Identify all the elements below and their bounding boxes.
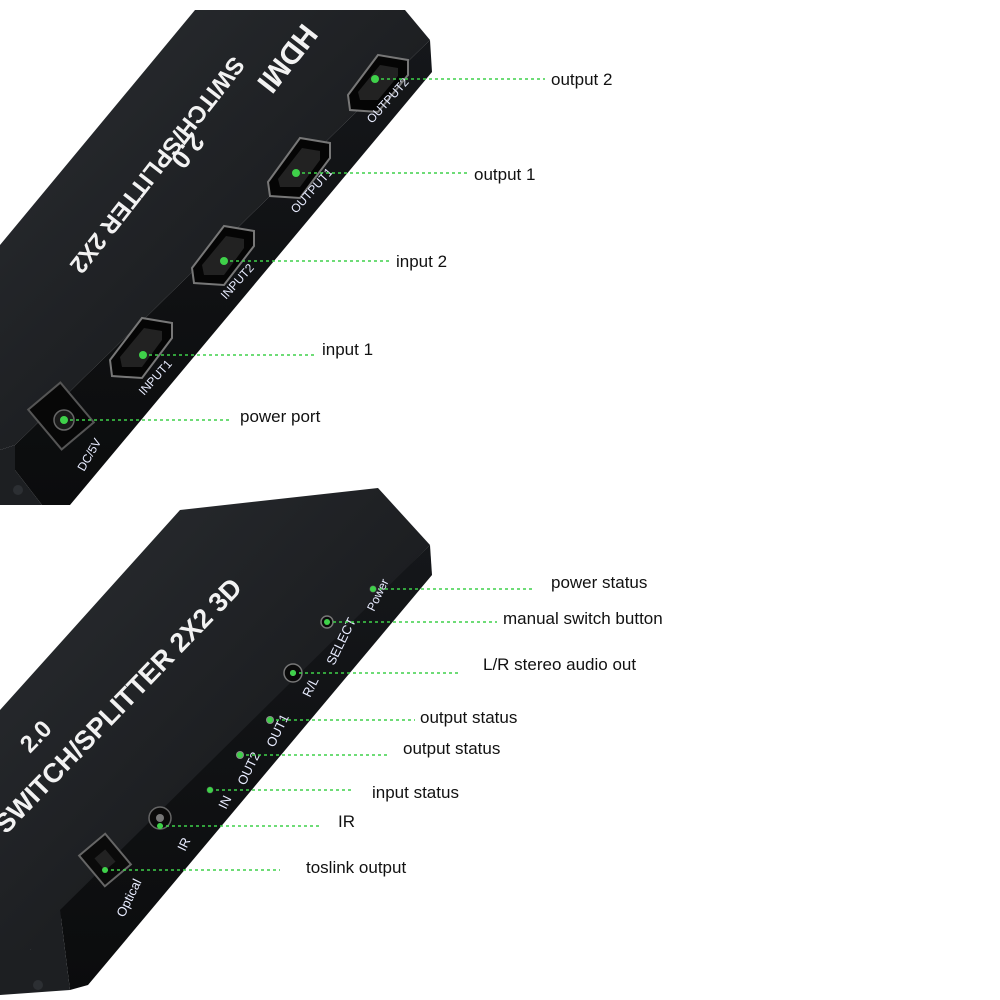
callout-output-status-2: output status bbox=[403, 739, 501, 758]
bottom-device-top-face bbox=[0, 488, 430, 950]
dot-output-status-1 bbox=[267, 717, 273, 723]
dot-toslink bbox=[102, 867, 108, 873]
dot-input-status bbox=[207, 787, 213, 793]
top-device: HDMI SWITCH/SPLITTER 2X2 2.0 OUTPUT2 OUT… bbox=[0, 10, 432, 505]
leader-dots bbox=[60, 75, 379, 873]
hdmi-output1-port bbox=[266, 136, 331, 200]
dot-input2 bbox=[220, 257, 228, 265]
label-ir: IR bbox=[174, 835, 193, 853]
callout-input-status: input status bbox=[372, 783, 459, 802]
callout-output2: output 2 bbox=[551, 70, 613, 89]
label-in: IN bbox=[215, 793, 234, 811]
callout-output-status-1: output status bbox=[420, 708, 518, 727]
callout-input2: input 2 bbox=[396, 252, 448, 271]
callout-audio-out: L/R stereo audio out bbox=[483, 655, 637, 674]
dot-output1 bbox=[292, 169, 300, 177]
dot-ir bbox=[157, 823, 163, 829]
callout-power-port: power port bbox=[240, 407, 321, 426]
bottom-device: SWITCH/SPLITTER 2X2 3D 2.0 Optical IR IN… bbox=[0, 488, 432, 995]
dot-manual-switch bbox=[324, 619, 330, 625]
callout-output1: output 1 bbox=[474, 165, 536, 184]
callout-power-status: power status bbox=[551, 573, 648, 592]
dot-power-status bbox=[370, 586, 376, 592]
bottom-device-side-face bbox=[0, 910, 70, 995]
leader-lines bbox=[64, 78, 545, 871]
dot-output-status-2 bbox=[237, 752, 243, 758]
callout-toslink: toslink output bbox=[306, 858, 407, 877]
callout-ir: IR bbox=[338, 812, 355, 831]
top-device-top-face bbox=[0, 10, 430, 450]
hdmi-input2-port bbox=[190, 224, 255, 287]
screw-icon bbox=[13, 485, 23, 495]
hdmi-output2-port bbox=[346, 53, 409, 114]
dot-audio-out bbox=[290, 670, 296, 676]
callout-manual-switch: manual switch button bbox=[503, 609, 663, 628]
optical-port bbox=[77, 832, 133, 888]
top-device-side-face bbox=[0, 445, 42, 505]
dot-input1 bbox=[139, 351, 147, 359]
dot-power-port bbox=[60, 416, 68, 424]
screw-icon bbox=[33, 980, 43, 990]
bottom-device-front-panel bbox=[60, 545, 432, 990]
callout-input1: input 1 bbox=[322, 340, 374, 359]
ir-sensor bbox=[148, 806, 172, 830]
dot-output2 bbox=[371, 75, 379, 83]
hdmi-input1-port bbox=[108, 316, 173, 380]
